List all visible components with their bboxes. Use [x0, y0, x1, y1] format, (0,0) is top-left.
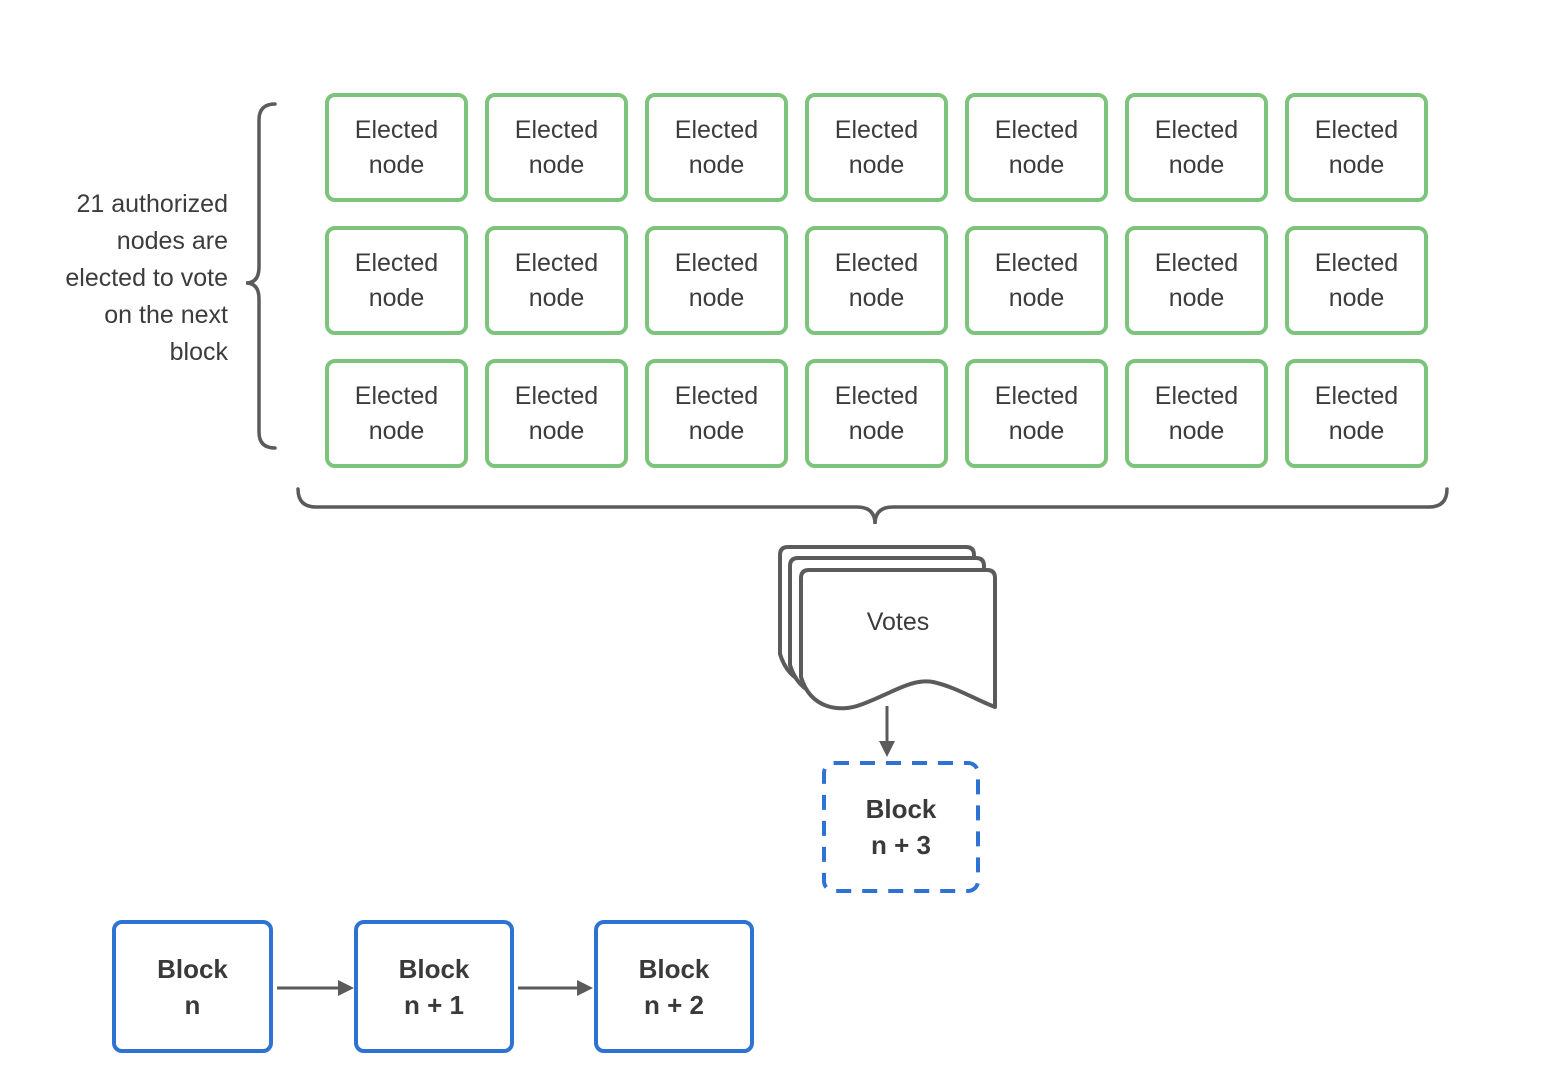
elected-node: Elected node [1125, 226, 1268, 335]
elected-node: Elected node [1285, 93, 1428, 202]
block-n3: Block n + 3 [822, 761, 980, 893]
annotation-label: 21 authorized nodes are elected to vote … [65, 190, 228, 366]
elected-node: Elected node [965, 359, 1108, 468]
elected-node: Elected node [1125, 93, 1268, 202]
block-subtitle: n [184, 989, 201, 1020]
elected-node: Elected node [805, 93, 948, 202]
block-n1: Block n + 1 [354, 920, 514, 1053]
elected-node: Elected node [1285, 359, 1428, 468]
elected-node-label: Elected node [1154, 248, 1239, 312]
elected-node: Elected node [1125, 359, 1268, 468]
elected-node-label: Elected node [354, 381, 439, 445]
elected-node-label: Elected node [1154, 115, 1239, 179]
elected-node: Elected node [485, 359, 628, 468]
elected-node-label: Elected node [1314, 381, 1399, 445]
elected-node: Elected node [1285, 226, 1428, 335]
elected-node: Elected node [325, 226, 468, 335]
votes-label: Votes [866, 607, 930, 636]
elected-node-label: Elected node [834, 248, 919, 312]
elected-node-label: Elected node [1154, 381, 1239, 445]
block-n: Block n [112, 920, 273, 1053]
elected-node-label: Elected node [674, 248, 759, 312]
elected-node: Elected node [325, 93, 468, 202]
elected-node: Elected node [645, 93, 788, 202]
elected-node-label: Elected node [674, 115, 759, 179]
elected-node-label: Elected node [994, 381, 1079, 445]
elected-node-label: Elected node [834, 115, 919, 179]
elected-node-label: Elected node [514, 248, 599, 312]
elected-node-label: Elected node [994, 248, 1079, 312]
elected-node: Elected node [325, 359, 468, 468]
block-title: Block [638, 953, 710, 984]
elected-node-label: Elected node [674, 381, 759, 445]
elected-node: Elected node [485, 226, 628, 335]
elected-node: Elected node [645, 226, 788, 335]
chain-arrow-icon [518, 980, 593, 996]
elected-node: Elected node [645, 359, 788, 468]
elected-node-label: Elected node [994, 115, 1079, 179]
votes-to-block-arrow-icon [879, 706, 895, 757]
elected-node-label: Elected node [354, 115, 439, 179]
elected-node-label: Elected node [354, 248, 439, 312]
elected-node: Elected node [965, 226, 1108, 335]
block-title: Block [157, 953, 228, 984]
block-title: Block [398, 953, 470, 984]
elected-node: Elected node [965, 93, 1108, 202]
block-subtitle: n + 1 [404, 989, 464, 1020]
elected-node: Elected node [805, 226, 948, 335]
elected-node: Elected node [485, 93, 628, 202]
block-n2: Block n + 2 [594, 920, 754, 1053]
elected-node-label: Elected node [1314, 248, 1399, 312]
chain-arrow-icon [277, 980, 354, 996]
dashed-border-icon [822, 761, 980, 893]
elected-node-label: Elected node [514, 115, 599, 179]
elected-node-label: Elected node [834, 381, 919, 445]
elected-node-label: Elected node [1314, 115, 1399, 179]
elected-node-label: Elected node [514, 381, 599, 445]
block-title: Block [865, 794, 937, 824]
block-subtitle: n + 3 [871, 830, 931, 860]
group-brace-icon [245, 102, 277, 450]
elected-node: Elected node [805, 359, 948, 468]
collect-brace-icon [296, 487, 1449, 525]
block-subtitle: n + 2 [644, 989, 704, 1020]
